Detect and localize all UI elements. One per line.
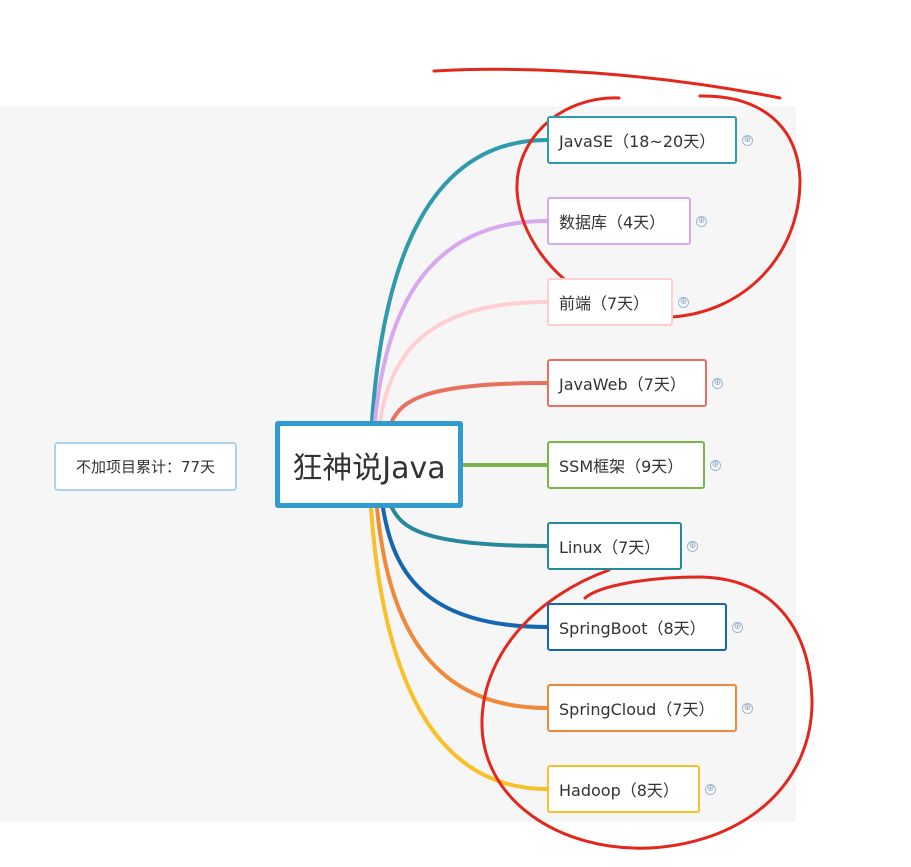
- expand-icon[interactable]: ⊕: [712, 378, 723, 389]
- branch-label: SpringBoot（8天）: [559, 619, 706, 638]
- branch-label: 前端（7天）: [559, 294, 650, 313]
- branch-label: JavaWeb（7天）: [559, 375, 686, 394]
- connector-line: [381, 506, 549, 629]
- branch-javase[interactable]: JavaSE（18~20天）: [547, 116, 737, 164]
- connector-line: [370, 138, 549, 423]
- connector-line: [378, 300, 549, 423]
- connector-line: [369, 506, 549, 791]
- branch-hadoop[interactable]: Hadoop（8天）: [547, 765, 700, 813]
- branch-label: Linux（7天）: [559, 538, 661, 557]
- summary-box: 不加项目累计：77天: [54, 442, 237, 491]
- expand-icon[interactable]: ⊕: [732, 622, 743, 633]
- branch-label: 数据库（4天）: [559, 213, 666, 232]
- branch-springcloud[interactable]: SpringCloud（7天）: [547, 684, 737, 732]
- branch-label: Hadoop（8天）: [559, 781, 679, 800]
- connector-line: [390, 381, 549, 423]
- expand-icon[interactable]: ⊕: [678, 297, 689, 308]
- connector-line: [375, 506, 549, 710]
- branch-database[interactable]: 数据库（4天）: [547, 197, 691, 245]
- branch-label: SpringCloud（7天）: [559, 700, 715, 719]
- branch-label: JavaSE（18~20天）: [559, 132, 716, 151]
- expand-icon[interactable]: ⊕: [687, 541, 698, 552]
- annotation-top-line: [432, 67, 782, 100]
- connector-line: [373, 219, 549, 423]
- annotation-circle-lower: [480, 568, 814, 850]
- summary-label: 不加项目累计：77天: [75, 458, 216, 476]
- expand-icon[interactable]: ⊕: [705, 784, 716, 795]
- root-topic[interactable]: 狂神说Java: [275, 421, 463, 508]
- branch-label: SSM框架（9天）: [559, 457, 684, 476]
- branch-frontend[interactable]: 前端（7天）: [547, 278, 673, 326]
- branch-linux[interactable]: Linux（7天）: [547, 522, 682, 570]
- connector-line: [390, 506, 549, 548]
- expand-icon[interactable]: ⊕: [696, 216, 707, 227]
- root-topic-label: 狂神说Java: [292, 450, 446, 486]
- branch-javaweb[interactable]: JavaWeb（7天）: [547, 359, 707, 407]
- expand-icon[interactable]: ⊕: [710, 460, 721, 471]
- branch-ssm[interactable]: SSM框架（9天）: [547, 441, 705, 489]
- expand-icon[interactable]: ⊕: [742, 135, 753, 146]
- branch-springboot[interactable]: SpringBoot（8天）: [547, 603, 727, 651]
- expand-icon[interactable]: ⊕: [742, 703, 753, 714]
